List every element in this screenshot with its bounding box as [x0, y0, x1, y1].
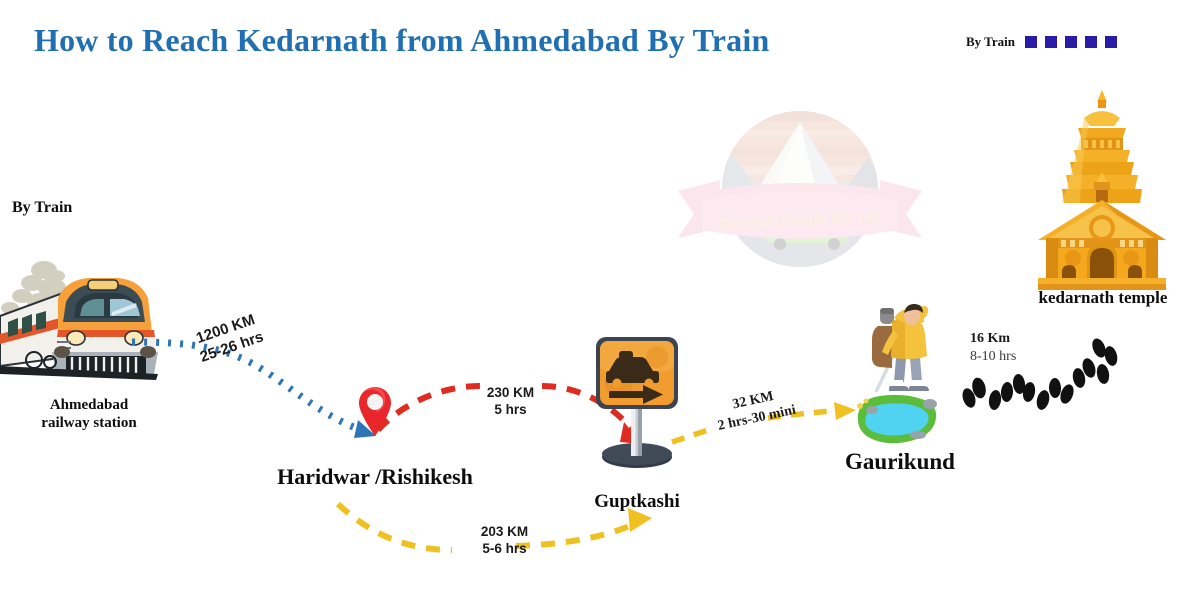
edge-label-haridwar-guptkashi-alt: 203 KM 5-6 hrs [457, 524, 552, 558]
legend-label: By Train [966, 34, 1016, 49]
location-pin-icon [358, 386, 392, 438]
page-title: How to Reach Kedarnath from Ahmedabad By… [34, 22, 770, 58]
edge-haridwar-guptkashi-alt [335, 492, 666, 562]
node-label-ahmedabad-line2: railway station [41, 415, 137, 432]
legend-swatches [1025, 36, 1118, 48]
legend-swatch-icon [1025, 36, 1038, 48]
edge-duration: 5 hrs [494, 401, 527, 417]
node-label-kedarnath: kedarnath temple [1038, 288, 1168, 307]
legend-swatch-icon [1085, 36, 1098, 48]
node-label-ahmedabad-line1: Ahmedabad [49, 397, 129, 413]
taxi-signboard-icon [587, 335, 687, 475]
node-label-gaurikund: Gaurikund [845, 449, 955, 474]
edge-label-gaurikund-kedarnath: 16 Km 8-10 hrs [970, 330, 1065, 365]
legend-swatch-icon [1105, 36, 1118, 48]
node-label-ahmedabad: Ahmedabad railway station [14, 396, 164, 433]
node-label-guptkashi: Guptkashi [594, 491, 680, 512]
company-watermark-logo: Manchala Musafir Pvt. Ltd. [672, 96, 928, 286]
temple-icon [1032, 88, 1172, 290]
legend-swatch-icon [1065, 36, 1078, 48]
edge-ahmedabad-haridwar [130, 310, 380, 445]
edge-distance: 230 KM [486, 385, 535, 400]
legend: By Train [966, 34, 1118, 50]
train-icon [0, 238, 165, 383]
edge-distance: 203 KM [480, 524, 529, 539]
hiker-icon [860, 300, 952, 400]
node-label-haridwar: Haridwar /Rishikesh [277, 464, 473, 489]
mode-label-by-train: By Train [12, 199, 73, 216]
legend-swatch-icon [1045, 36, 1058, 48]
edge-duration: 8-10 hrs [970, 348, 1017, 364]
edge-duration: 5-6 hrs [482, 540, 527, 556]
edge-label-haridwar-guptkashi-road: 230 KM 5 hrs [463, 385, 558, 419]
pond-icon [846, 392, 946, 444]
edge-gaurikund-kedarnath [955, 330, 1135, 420]
edge-guptkashi-gaurikund [670, 400, 870, 450]
edge-distance: 16 Km [970, 331, 1011, 346]
